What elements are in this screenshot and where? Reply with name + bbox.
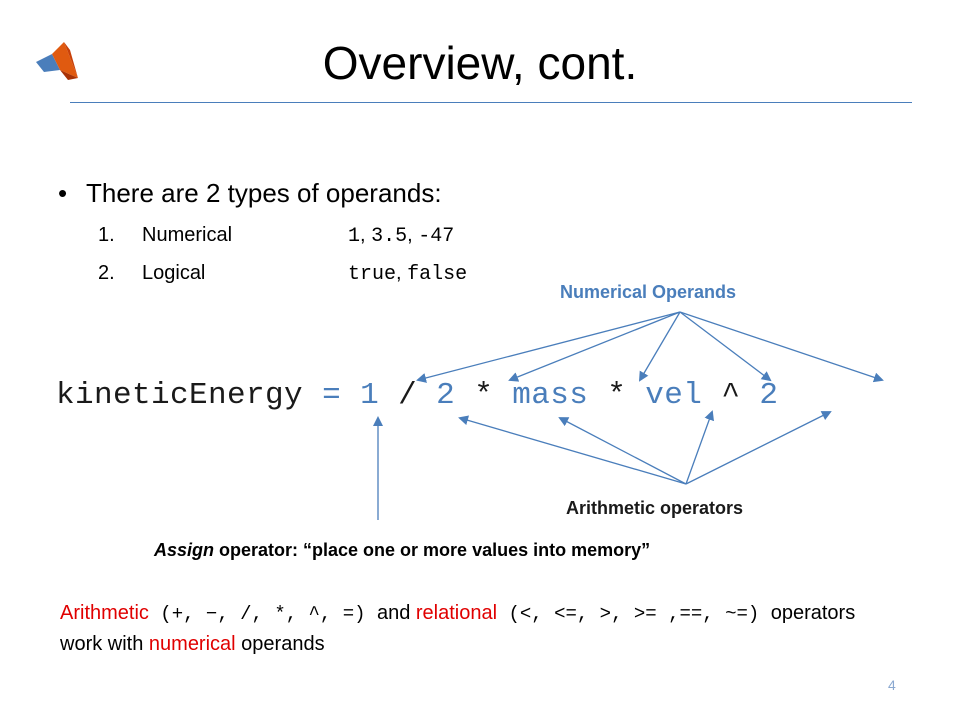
list-item-label: Logical [142, 262, 206, 284]
arrow-to-vel [679, 311, 772, 382]
arithmetic-operators-label: Arithmetic operators [566, 498, 744, 518]
code-num-1: 1 [360, 378, 380, 413]
arrow-to-div [458, 415, 687, 485]
list-item-number: 2. [98, 262, 115, 284]
arrow-to-num-3 [679, 311, 884, 383]
code-var-vel: vel [645, 378, 703, 413]
value-true: true [348, 263, 397, 286]
assign-word: Assign [154, 540, 215, 560]
arrow-to-mul1 [558, 417, 687, 485]
operands-text: operands [235, 633, 325, 655]
relational-word: relational [415, 602, 498, 624]
value-3-5: 3.5 [371, 225, 408, 248]
code-num-3: 2 [759, 378, 779, 413]
title-divider [70, 102, 912, 103]
code-var-mass: mass [512, 378, 589, 413]
arrow-to-mass [638, 311, 681, 382]
code-num-2: 2 [436, 378, 456, 413]
bullet-point: • There are 2 types of operands: [58, 178, 442, 209]
bullet-dot-icon: • [58, 178, 68, 208]
page-number: 4 [888, 677, 896, 693]
code-mul-op: * [607, 378, 627, 413]
list-item-label: Numerical [142, 224, 233, 246]
arrow-to-num-2 [508, 311, 681, 382]
arithmetic-word: Arithmetic [60, 602, 149, 624]
numerical-word: numerical [148, 633, 236, 655]
list-item-number: 1. [98, 224, 115, 246]
value-1: 1 [348, 225, 361, 248]
code-assign-op: = [322, 378, 342, 413]
value-false: false [407, 263, 468, 286]
assign-operator-label: Assign operator: “place one or more valu… [154, 540, 650, 561]
arithmetic-ops: (+, −, /, *, ^, =) [148, 603, 377, 625]
arrow-to-pow [685, 411, 832, 485]
slide-title: Overview, cont. [322, 37, 638, 89]
code-pow-op: ^ [721, 378, 741, 413]
arrow-to-mul2 [685, 410, 714, 485]
value-neg-47: -47 [418, 225, 455, 248]
and-word: and [376, 602, 416, 624]
code-div-op: / [398, 378, 418, 413]
list-item-values: true, false [348, 262, 468, 286]
list-item-values: 1, 3.5, -47 [348, 224, 455, 248]
matlab-logo-icon [34, 40, 84, 86]
code-expression: kineticEnergy = 1 / 2 * mass * vel ^ 2 [56, 378, 778, 413]
relational-ops: (<, <=, >, >= ,==, ~=) [497, 603, 771, 625]
footer-note: Arithmetic (+, −, /, *, ^, =) and relati… [60, 598, 910, 659]
code-lhs: kineticEnergy [56, 378, 304, 413]
arrow-to-num-1 [416, 311, 681, 383]
numerical-operands-label: Numerical Operands [560, 282, 737, 302]
bullet-text: There are 2 types of operands: [86, 178, 442, 208]
code-mul-op: * [474, 378, 494, 413]
assign-rest: operator: “place one or more values into… [214, 540, 651, 560]
operators-word: operators [770, 602, 856, 624]
work-with-text: work with [60, 633, 149, 655]
